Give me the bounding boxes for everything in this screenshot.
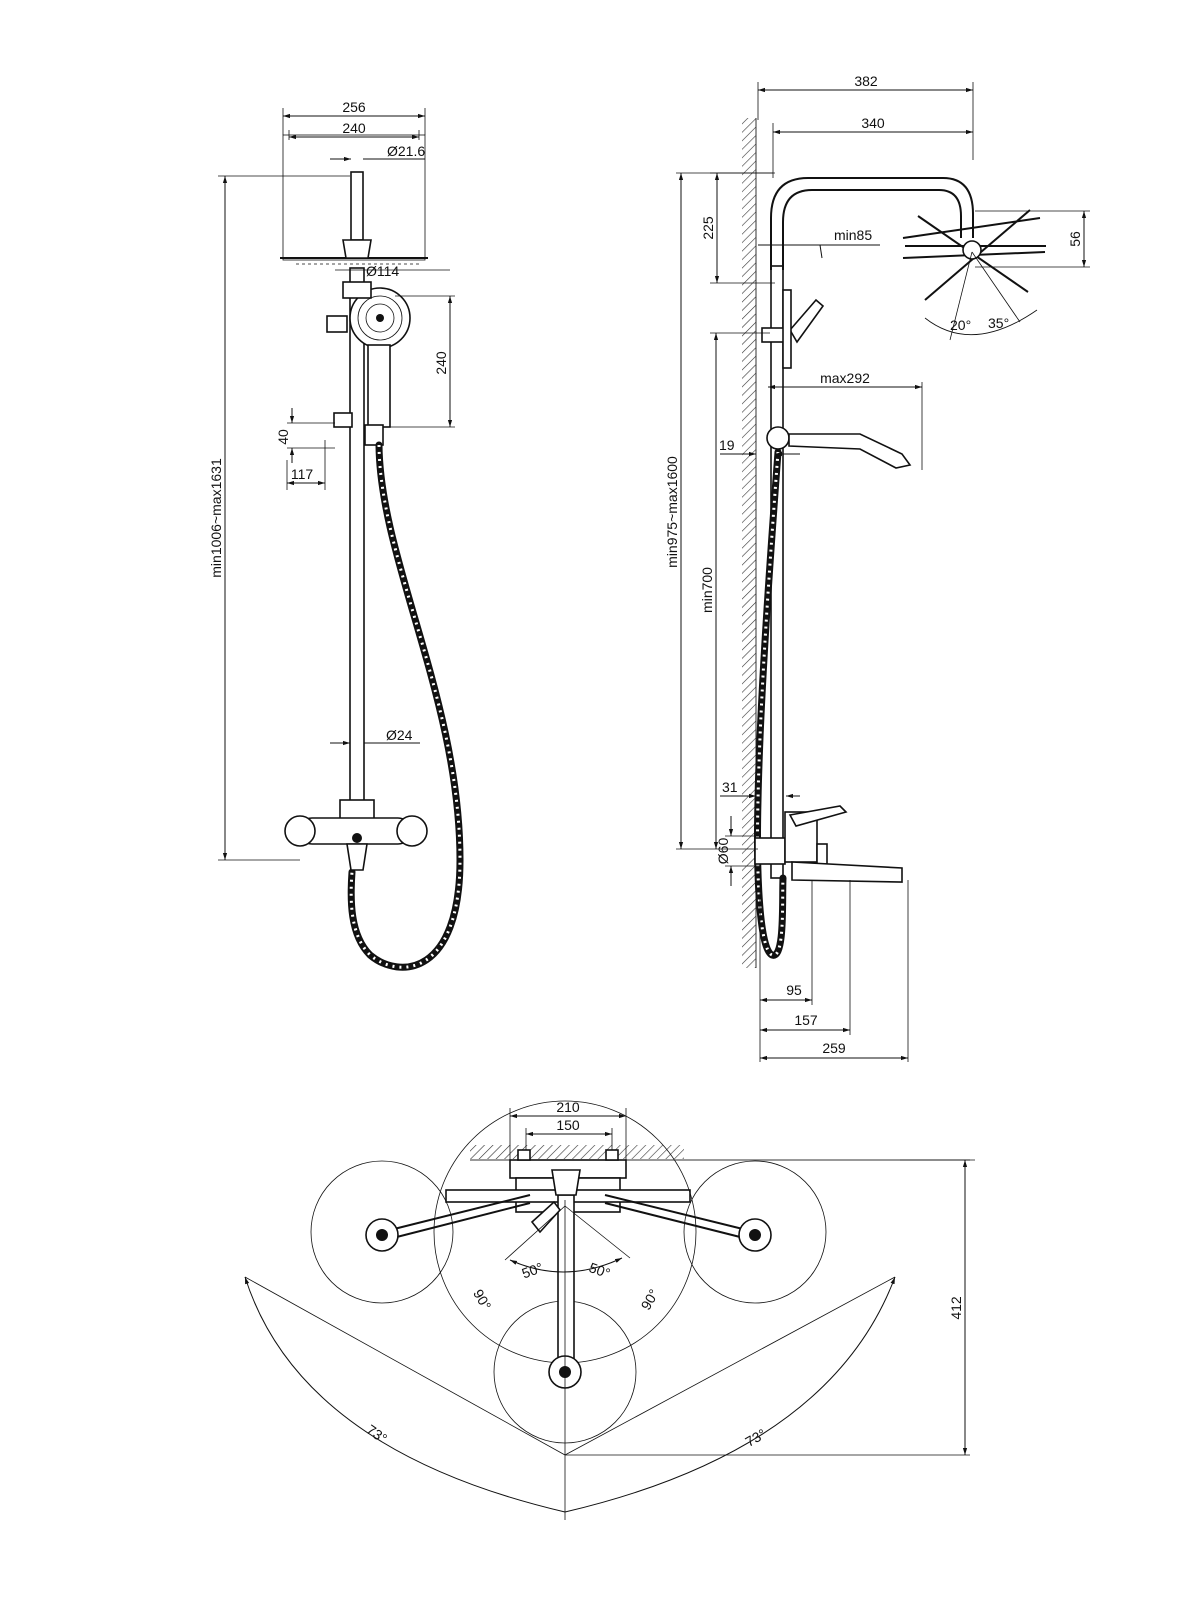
side-dim-min85: min85	[834, 227, 872, 243]
side-dim-31: 31	[722, 779, 738, 795]
front-dim-hand-diameter: Ø114	[366, 263, 399, 279]
side-angle-35: 35°	[988, 315, 1009, 331]
front-dim-hand-length: 240	[433, 351, 449, 375]
side-dim-225: 225	[700, 216, 716, 240]
front-dim-holder-height: 40	[275, 429, 291, 445]
rain-head	[902, 209, 1046, 301]
top-view: 210 150 50° 50° 90° 90° 73° 73° 412	[244, 1099, 975, 1520]
front-dim-total-height: min1006~max1631	[208, 458, 224, 578]
side-dim-outlet: Ø60	[715, 838, 731, 865]
front-dim-256: 256	[342, 99, 366, 115]
side-dim-19: 19	[719, 437, 735, 453]
top-dim-150: 150	[556, 1117, 580, 1133]
top-dim-412: 412	[948, 1296, 964, 1320]
front-dim-holder-offset: 117	[291, 466, 314, 482]
left-handle-range	[310, 1160, 454, 1304]
side-view: 382 340 225 min85 56 20° 35° min975~max1…	[664, 73, 1090, 1062]
side-dim-382: 382	[854, 73, 878, 89]
side-dim-95: 95	[786, 982, 802, 998]
top-angle-spout-right: 90°	[637, 1286, 661, 1312]
side-dim-min700: min700	[699, 567, 715, 613]
top-dim-210: 210	[556, 1099, 580, 1115]
side-dim-56: 56	[1067, 231, 1083, 247]
front-dim-240: 240	[342, 120, 366, 136]
front-dim-arm-diameter: Ø21.6	[387, 143, 425, 159]
front-dim-pipe-diameter: Ø24	[386, 727, 413, 743]
side-dim-259: 259	[822, 1040, 846, 1056]
top-angle-swing-right: 73°	[742, 1425, 768, 1449]
right-handle-range	[683, 1160, 827, 1304]
front-view: 256 240 Ø21.6 Ø114 240 40 117 min1006~ma…	[208, 99, 464, 971]
top-angle-lever-right: 50°	[587, 1259, 612, 1281]
top-angle-spout-left: 90°	[470, 1286, 494, 1312]
side-dim-157: 157	[794, 1012, 818, 1028]
top-angle-swing-left: 73°	[364, 1421, 391, 1446]
top-angle-lever-left: 50°	[520, 1259, 545, 1281]
side-dim-340: 340	[861, 115, 885, 131]
side-angle-20: 20°	[950, 317, 971, 333]
side-dim-total-height: min975~max1600	[664, 456, 680, 568]
side-dim-max292: max292	[820, 370, 870, 386]
